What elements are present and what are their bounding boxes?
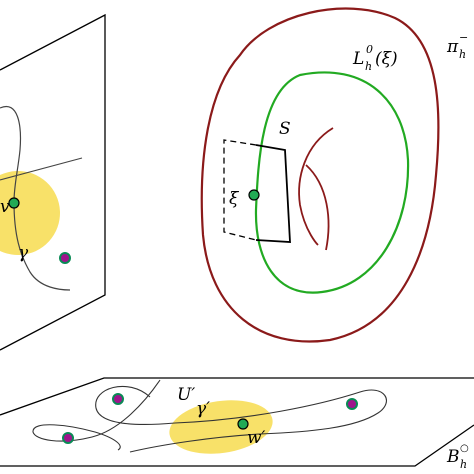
svg-text:h: h (459, 48, 466, 61)
svg-text:0: 0 (366, 43, 373, 56)
base-loop-left (95, 385, 176, 426)
label-U-prime: U′ (177, 385, 195, 405)
highlight-region-left (0, 171, 60, 255)
fiber-plane-outline (0, 13, 106, 351)
marked-point-base-1 (112, 393, 124, 405)
label-pi: π h − (446, 31, 468, 61)
svg-text:B: B (446, 447, 460, 467)
label-gamma: γ (18, 243, 29, 263)
inner-curve-lower (305, 164, 330, 251)
outer-curve (200, 7, 440, 343)
base-loop-right (129, 389, 387, 453)
point-v (8, 197, 20, 209)
svg-text:h: h (365, 60, 372, 73)
label-xi: ξ (229, 189, 240, 209)
svg-text:π: π (446, 37, 459, 57)
section-dashed (223, 139, 257, 241)
point-xi (248, 189, 260, 201)
svg-text:L: L (352, 49, 364, 69)
svg-text:h: h (460, 458, 467, 471)
base-plane: U′ γ′ w′ B h ○ (0, 377, 474, 471)
marked-point-base-3 (62, 432, 74, 444)
inner-curve-upper (298, 127, 334, 246)
svg-text:(ξ): (ξ) (375, 49, 398, 69)
fiber-plane: v γ (0, 13, 106, 351)
label-w-prime: w′ (247, 428, 266, 448)
leaf-structure: S ξ L h 0 (ξ) π h − (200, 7, 468, 343)
base-loop-cross (32, 379, 161, 451)
svg-text:−: − (459, 31, 468, 44)
point-w-prime (237, 418, 249, 430)
base-plane-outline (0, 377, 474, 467)
fiber-cross-line (0, 157, 83, 181)
leaf-curve (254, 71, 410, 294)
label-v: v (0, 197, 10, 217)
svg-text:○: ○ (460, 443, 469, 454)
label-leaf: L h 0 (ξ) (352, 43, 398, 73)
label-gamma-prime: γ′ (196, 399, 210, 419)
label-S: S (279, 119, 291, 139)
label-B: B h ○ (446, 443, 469, 471)
marked-point-base-2 (346, 398, 358, 410)
marked-point-left (59, 252, 71, 264)
section-S (255, 144, 291, 243)
